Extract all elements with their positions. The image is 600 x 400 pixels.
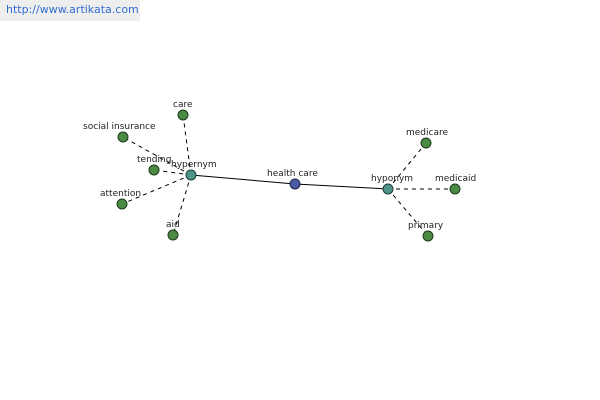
label-medicare: medicare xyxy=(406,128,448,138)
node-social-insurance[interactable] xyxy=(117,131,129,143)
edge-hypernym-center xyxy=(190,174,296,185)
label-tending: tending xyxy=(137,155,171,165)
edge-hypernym-tending xyxy=(153,169,192,176)
node-medicaid[interactable] xyxy=(449,183,461,195)
label-medicaid: medicaid xyxy=(435,174,476,184)
label-hypernym: hypernym xyxy=(171,160,217,170)
label-health-care: health care xyxy=(267,169,318,179)
label-hyponym: hyponym xyxy=(371,174,413,184)
label-primary: primary xyxy=(408,221,444,231)
node-attention[interactable] xyxy=(116,198,128,210)
edge-hypernym-social-insurance xyxy=(122,136,192,176)
label-attention: attention xyxy=(100,189,141,199)
node-aid[interactable] xyxy=(167,229,179,241)
edge-hyponym-primary xyxy=(387,188,429,237)
edge-hypernym-aid xyxy=(172,174,192,236)
node-medicare[interactable] xyxy=(420,137,432,149)
site-url-link[interactable]: http://www.artikata.com xyxy=(0,0,140,21)
node-health-care[interactable] xyxy=(289,178,301,190)
node-care[interactable] xyxy=(177,109,189,121)
label-social-insurance: social insurance xyxy=(83,122,156,132)
node-hypernym[interactable] xyxy=(185,169,197,181)
edge-hyponym-medicare xyxy=(387,142,427,190)
edge-center-hyponym xyxy=(294,183,389,190)
node-tending[interactable] xyxy=(148,164,160,176)
edge-hypernym-care xyxy=(182,114,192,176)
label-aid: aid xyxy=(166,220,180,230)
node-hyponym[interactable] xyxy=(382,183,394,195)
node-primary[interactable] xyxy=(422,230,434,242)
label-care: care xyxy=(173,100,193,110)
